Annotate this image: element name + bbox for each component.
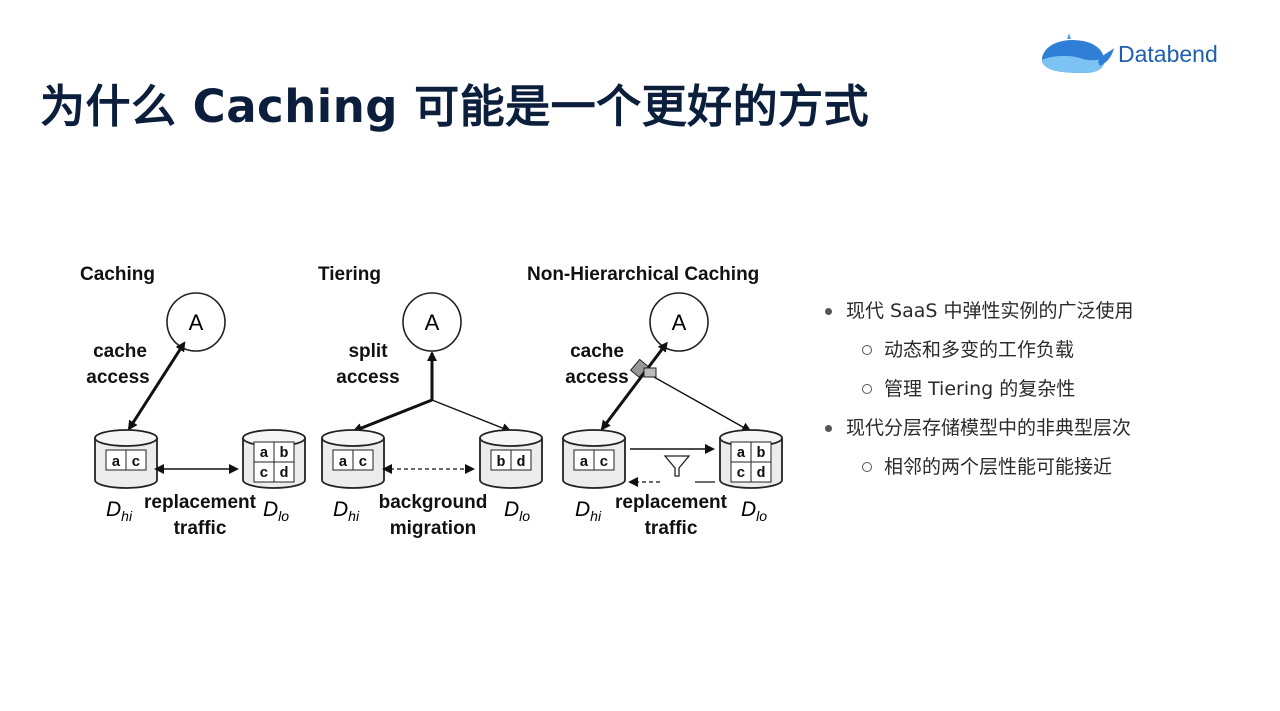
svg-text:Dhi: Dhi bbox=[575, 498, 602, 524]
svg-text:A: A bbox=[425, 310, 440, 335]
svg-text:a: a bbox=[579, 454, 588, 471]
svg-text:access: access bbox=[336, 367, 399, 388]
svg-text:c: c bbox=[599, 454, 608, 471]
panel-non-hierarchical-caching: Non-Hierarchical Caching A cache access … bbox=[527, 264, 783, 539]
bullet-list: 现代 SaaS 中弹性实例的广泛使用 动态和多变的工作负载 管理 Tiering… bbox=[822, 294, 1134, 489]
svg-text:Dhi: Dhi bbox=[333, 498, 360, 524]
svg-text:a: a bbox=[338, 454, 347, 471]
svg-text:c: c bbox=[736, 465, 745, 482]
sub-bullet-item: 动态和多变的工作负载 bbox=[822, 333, 1134, 372]
sub-bullet-item: 管理 Tiering 的复杂性 bbox=[822, 372, 1134, 411]
caching-diagram: Caching A cache access a c a b c d Dhi D… bbox=[80, 264, 783, 539]
svg-text:c: c bbox=[259, 465, 268, 482]
svg-text:Dlo: Dlo bbox=[504, 498, 530, 524]
svg-text:c: c bbox=[358, 454, 367, 471]
logo-text: Databend bbox=[1118, 41, 1218, 67]
panel-title: Tiering bbox=[318, 264, 381, 285]
svg-text:c: c bbox=[131, 454, 140, 471]
bullet-item: 现代分层存储模型中的非典型层次 bbox=[822, 411, 1134, 450]
panel-title: Caching bbox=[80, 264, 155, 285]
svg-text:migration: migration bbox=[390, 518, 477, 539]
panel-caching: Caching A cache access a c a b c d Dhi D… bbox=[80, 264, 306, 539]
hi-label: Dhi bbox=[106, 498, 133, 524]
access-label: access bbox=[86, 367, 149, 388]
svg-text:d: d bbox=[279, 465, 288, 482]
panel-title: Non-Hierarchical Caching bbox=[527, 264, 759, 285]
svg-text:b: b bbox=[279, 445, 288, 462]
svg-text:traffic: traffic bbox=[645, 518, 698, 539]
svg-text:replacement: replacement bbox=[615, 492, 728, 513]
panel-tiering: Tiering A split access a c b d Dhi Dlo b… bbox=[318, 264, 543, 539]
svg-text:b: b bbox=[496, 454, 505, 471]
svg-text:traffic: traffic bbox=[174, 518, 227, 539]
access-label: cache bbox=[93, 341, 147, 362]
svg-text:a: a bbox=[736, 445, 745, 462]
slide-title: 为什么 Caching 可能是一个更好的方式 bbox=[40, 80, 870, 133]
svg-text:a: a bbox=[259, 445, 268, 462]
lo-label: Dlo bbox=[263, 498, 289, 524]
svg-text:d: d bbox=[756, 465, 765, 482]
node-label: A bbox=[189, 310, 204, 335]
svg-text:background: background bbox=[379, 492, 488, 513]
bullet-item: 现代 SaaS 中弹性实例的广泛使用 bbox=[822, 294, 1134, 333]
svg-text:access: access bbox=[565, 367, 628, 388]
filter-icon bbox=[663, 455, 691, 477]
svg-text:a: a bbox=[111, 454, 120, 471]
svg-text:b: b bbox=[756, 445, 765, 462]
node-circle bbox=[166, 292, 226, 352]
databend-logo: Databend bbox=[1040, 32, 1250, 77]
sub-bullet-item: 相邻的两个层性能可能接近 bbox=[822, 450, 1134, 489]
svg-text:cache: cache bbox=[570, 341, 624, 362]
svg-text:A: A bbox=[672, 310, 687, 335]
svg-text:Dlo: Dlo bbox=[741, 498, 767, 524]
svg-text:d: d bbox=[516, 454, 525, 471]
svg-text:split: split bbox=[348, 341, 388, 362]
whale-icon bbox=[1042, 33, 1114, 73]
svg-text:replacement: replacement bbox=[144, 492, 257, 513]
